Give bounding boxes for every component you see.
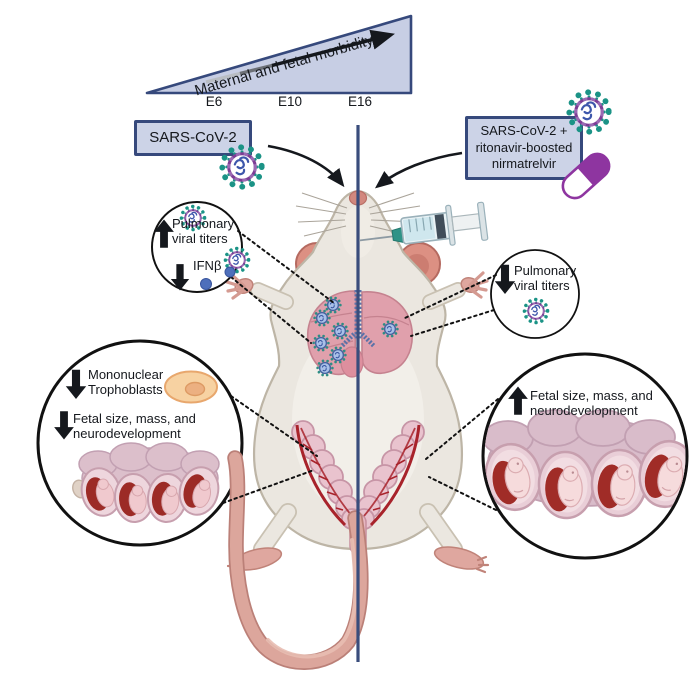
right-box-line1: SARS-CoV-2 + [480, 122, 568, 138]
right-box-line3: nirmatrelvir [491, 156, 557, 172]
sars-cov-2-paxlovid-box: SARS-CoV-2 + ritonavir-boosted nirmatrel… [465, 116, 583, 180]
sars-cov-2-box: SARS-CoV-2 [134, 120, 252, 156]
sars-cov-2-box-label: SARS-CoV-2 [149, 128, 237, 146]
right-box-line2: ritonavir-boosted [475, 139, 573, 155]
